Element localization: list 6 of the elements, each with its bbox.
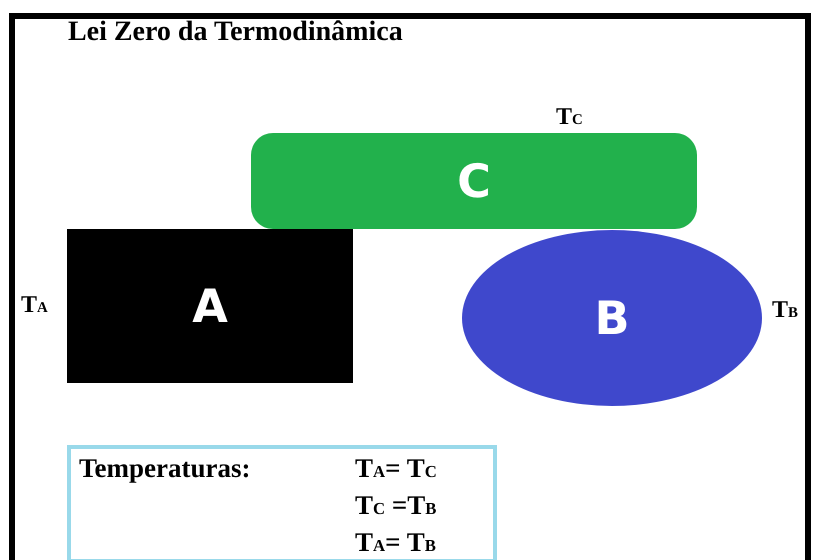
title: Lei Zero da Termodinâmica bbox=[68, 18, 403, 46]
node-label: A bbox=[192, 283, 228, 329]
equations-panel bbox=[67, 445, 497, 560]
panel-heading: Temperaturas: bbox=[79, 455, 250, 482]
node-label: C bbox=[457, 158, 491, 204]
node-label: B bbox=[594, 295, 630, 341]
